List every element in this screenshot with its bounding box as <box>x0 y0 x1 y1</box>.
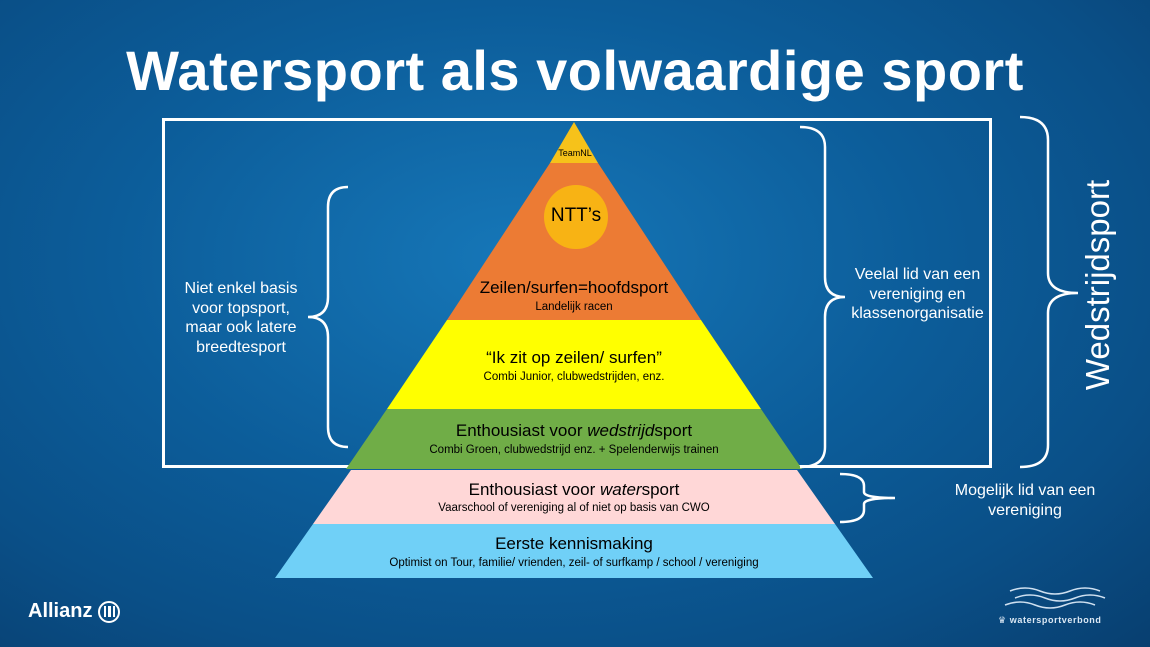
watersportverbond-waves-icon <box>1004 587 1106 609</box>
teamnl-label: TeamNL <box>558 148 592 158</box>
level5-title: Zeilen/surfen=hoofdsport <box>479 278 669 297</box>
level1-subtitle: Optimist on Tour, familie/ vrienden, zei… <box>389 557 759 569</box>
level5-subtitle: Landelijk racen <box>535 301 613 313</box>
watersportverbond-wordmark: watersportverbond <box>1009 615 1102 625</box>
level3-title: Enthousiast voor wedstrijdsport <box>374 421 774 441</box>
right-note-upper: Veelal lid van een vereniging en klassen… <box>851 266 984 322</box>
pyramid-top <box>550 122 598 163</box>
pyramid-level-1 <box>275 524 873 578</box>
level2-title: Enthousiast voor watersport <box>374 480 774 500</box>
pyramid-level-4 <box>387 320 761 409</box>
level4-title: “Ik zit op zeilen/ surfen” <box>486 348 662 367</box>
level2-title-em: water <box>599 480 642 499</box>
allianz-emblem-icon <box>98 600 121 623</box>
level3-title-em: wedstrijd <box>587 421 655 440</box>
allianz-logo: Allianz <box>28 600 121 623</box>
ntt-label: NTT’s <box>550 205 602 226</box>
left-brace <box>307 185 349 449</box>
ntt-circle <box>544 185 608 249</box>
level3-title-post: sport <box>654 421 693 440</box>
level3-title-pre: Enthousiast voor <box>455 421 588 440</box>
right-brace-lower <box>839 472 896 524</box>
wedstrijdsport-brace <box>1019 115 1079 469</box>
right-brace-upper <box>799 125 846 469</box>
allianz-wordmark: Allianz <box>28 600 93 622</box>
level1-title: Eerste kennismaking <box>495 534 653 553</box>
slide-title: Watersport als volwaardige sport <box>126 39 1024 102</box>
watersportverbond-logo: ♛ watersportverbond <box>998 615 1102 625</box>
level2-subtitle: Vaarschool of vereniging al of niet op b… <box>438 502 710 514</box>
level3-subtitle: Combi Groen, clubwedstrijd enz. + Spelen… <box>429 444 719 456</box>
wedstrijdsport-label: Wedstrijdsport <box>1079 179 1116 391</box>
pyramid-level-3 <box>346 409 802 469</box>
pyramid-level-2 <box>313 470 835 524</box>
left-note: Niet enkel basis voor topsport, maar ook… <box>184 280 298 356</box>
level2-title-post: sport <box>641 480 680 499</box>
level2-title-pre: Enthousiast voor <box>468 480 600 499</box>
right-note-lower: Mogelijk lid van een vereniging <box>954 482 1096 519</box>
level4-subtitle: Combi Junior, clubwedstrijden, enz. <box>483 371 665 383</box>
